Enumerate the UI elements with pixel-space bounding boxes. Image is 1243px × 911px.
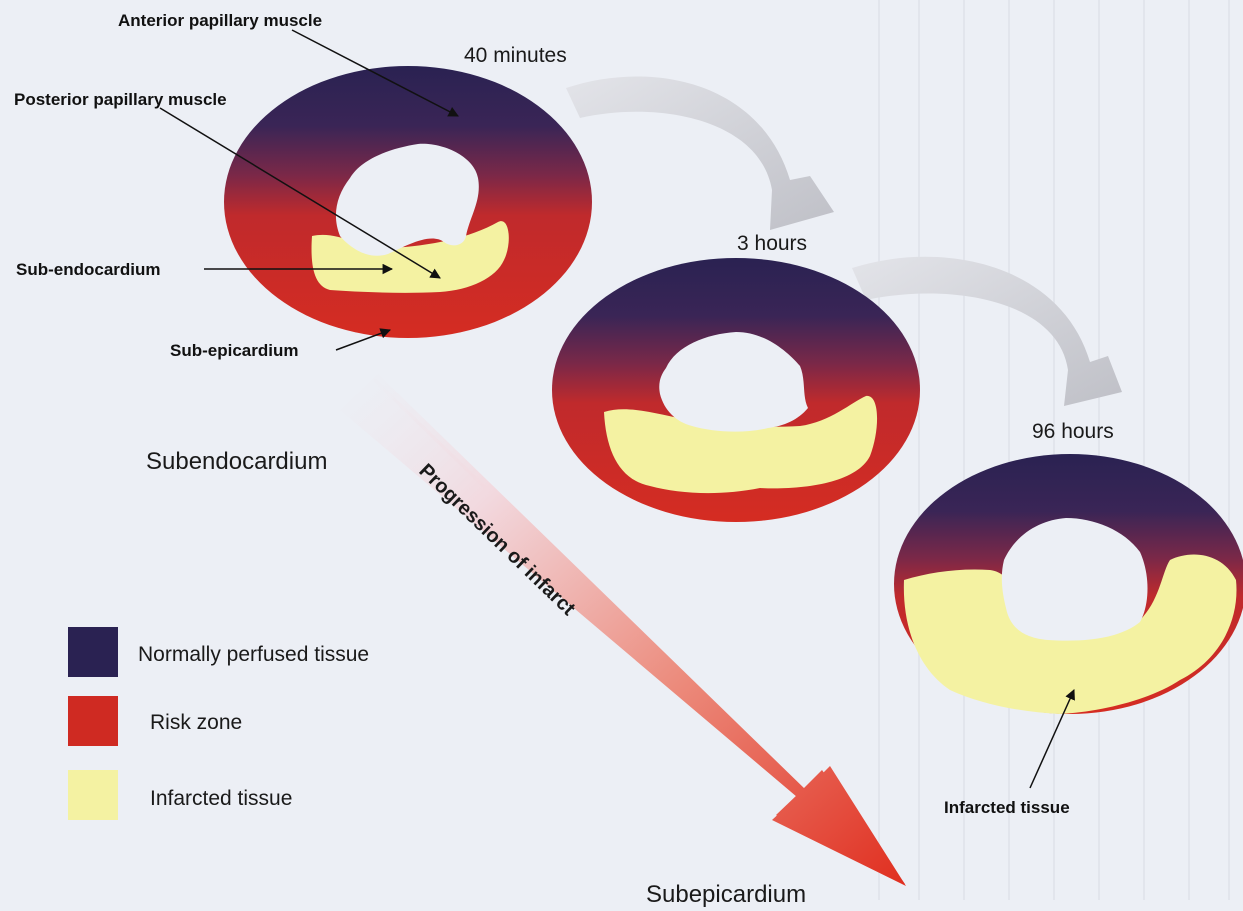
anterior-papillary-muscle-label: Anterior papillary muscle	[118, 11, 322, 30]
legend-swatch-normally-perfused	[68, 627, 118, 677]
subepicardium-label: Subepicardium	[646, 881, 806, 908]
legend: Normally perfused tissue Risk zone Infar…	[68, 627, 369, 820]
heart-section-3-hours	[552, 258, 920, 522]
sub-endocardium-label: Sub-endocardium	[16, 260, 161, 279]
time-label-3-hours: 3 hours	[737, 232, 807, 255]
legend-label-risk-zone: Risk zone	[150, 711, 242, 734]
progression-of-infarct-label: Progression of infarct	[415, 460, 580, 620]
legend-swatch-risk-zone	[68, 696, 118, 746]
legend-label-infarcted-tissue: Infarcted tissue	[150, 787, 292, 810]
sub-epicardium-label: Sub-epicardium	[170, 341, 298, 360]
heart-section-96-hours	[894, 454, 1243, 714]
infarcted-tissue-pointer-label: Infarcted tissue	[944, 798, 1070, 817]
heart-section-40-minutes	[224, 66, 592, 338]
subendocardium-label: Subendocardium	[146, 448, 327, 475]
time-label-40-minutes: 40 minutes	[464, 44, 567, 67]
time-label-96-hours: 96 hours	[1032, 420, 1114, 443]
legend-label-normally-perfused: Normally perfused tissue	[138, 643, 369, 666]
legend-swatch-infarcted-tissue	[68, 770, 118, 820]
posterior-papillary-muscle-label: Posterior papillary muscle	[14, 90, 227, 109]
curved-arrow-1	[566, 76, 834, 230]
